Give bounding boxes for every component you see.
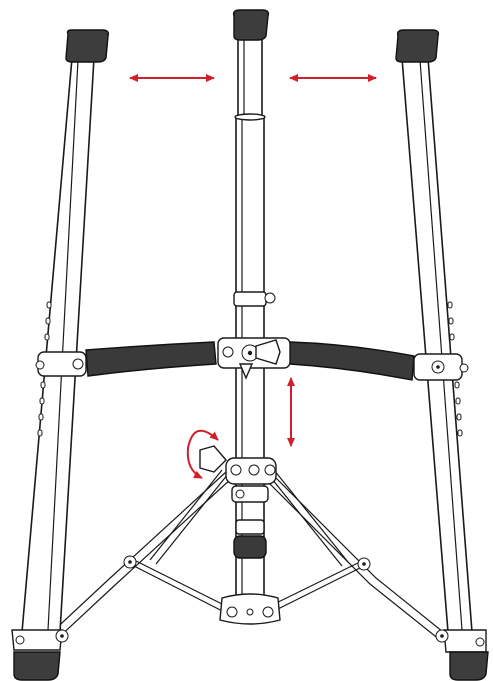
center-top-cap	[232, 9, 270, 41]
right-tube-holes	[447, 301, 463, 437]
left-tube-holes	[37, 301, 52, 437]
left-foot-cap	[13, 651, 61, 681]
right-top-cap	[395, 29, 440, 63]
right-foot-cap	[449, 651, 489, 681]
left-tube	[11, 29, 110, 681]
height-wing-nut	[199, 445, 227, 473]
adjustment-arrows	[129, 74, 377, 479]
rotate-arrow-icon	[186, 429, 219, 479]
center-pole	[232, 9, 276, 607]
grip-arms	[35, 337, 469, 381]
tripod-legs	[47, 469, 449, 641]
bottom-hub	[219, 593, 281, 625]
right-grip	[289, 341, 415, 381]
arm-wing-bolt	[255, 339, 281, 365]
left-grip	[85, 341, 217, 377]
left-top-cap	[65, 29, 110, 63]
right-tube	[395, 29, 489, 681]
